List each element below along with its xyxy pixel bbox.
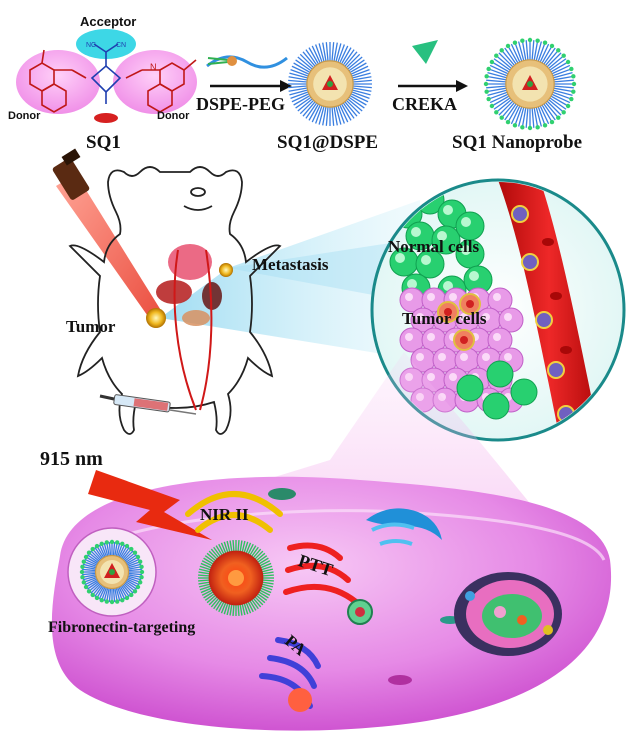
- tumor-zoom-panel: Normal cells Tumor cells: [370, 178, 626, 442]
- squaraine-core: [90, 43, 122, 104]
- tumor-label: Tumor: [66, 317, 116, 336]
- lungs-icon: [168, 244, 212, 280]
- creka-step: CREKA: [392, 40, 468, 114]
- mouse-organs: [156, 244, 222, 411]
- n-plus-label: N: [150, 62, 157, 72]
- targeting-label: Fibronectin-targeting: [48, 619, 195, 636]
- cell-body: [51, 476, 612, 731]
- donor-left-structure: [29, 49, 87, 113]
- laser-wavelength: 915 nm: [40, 448, 103, 470]
- kidney-icon: [202, 282, 222, 310]
- metastasis-label: Metastasis: [252, 255, 329, 274]
- lipid-head-icon: [227, 56, 237, 66]
- sq1-molecule: NC CN N Acceptor Donor Donor SQ1: [8, 14, 197, 153]
- tumor-glow: [146, 308, 166, 328]
- sq1-label: SQ1: [86, 132, 121, 153]
- acceptor-blob: [76, 29, 136, 59]
- sq1-dspe-micelle: [288, 42, 372, 126]
- donor-left-label: Donor: [8, 110, 41, 122]
- intestine-icon: [182, 310, 210, 326]
- mouse-outline: [68, 166, 282, 435]
- metastasis-glow: [219, 263, 233, 277]
- blood-vessels: [173, 249, 213, 411]
- creka-peptide-icon: [412, 40, 438, 64]
- cancer-cell-panel: 915 nm NIR II PTT PA: [40, 448, 612, 731]
- acceptor-label: Acceptor: [80, 14, 136, 29]
- laser-beam: [56, 174, 162, 322]
- normal-cells-label: Normal cells: [388, 237, 479, 256]
- laser-device: [52, 148, 162, 322]
- dspe-peg-step: DSPE-PEG: [196, 55, 292, 114]
- nir-label: NIR II: [200, 505, 249, 524]
- projection-rays: [160, 200, 420, 360]
- nucleus-icon: [454, 572, 562, 656]
- mitochondrion-icon: [268, 488, 296, 500]
- oxygen-blob: [94, 113, 118, 123]
- step1-label: DSPE-PEG: [196, 94, 285, 114]
- product1-label: SQ1@DSPE: [277, 132, 378, 153]
- ptt-heat-icon: [283, 542, 359, 605]
- cn-right: CN: [116, 42, 126, 49]
- donor-right-label: Donor: [157, 110, 190, 122]
- donor-right-structure: [125, 59, 197, 113]
- syringe-icon: [99, 394, 197, 415]
- cn-left: NC: [86, 42, 96, 49]
- sq1-nanoprobe: [483, 37, 577, 131]
- small-probe-icon: [288, 688, 312, 712]
- main-nanoprobe: [198, 540, 274, 616]
- laser-head-icon: [52, 158, 90, 200]
- tumor-cells-label: Tumor cells: [402, 309, 487, 328]
- nir-ii-emission-icon: [185, 491, 283, 533]
- donor-left-blob: [16, 50, 100, 114]
- product2-label: SQ1 Nanoprobe: [452, 132, 582, 153]
- step2-label: CREKA: [392, 94, 457, 114]
- laser-bolt-icon: [88, 470, 212, 540]
